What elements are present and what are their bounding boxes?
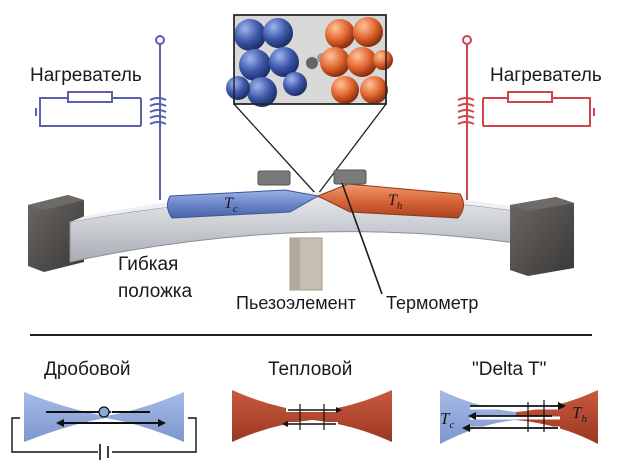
flexible-substrate-label-line2: положка xyxy=(118,281,193,302)
delta-t-title: "Delta T" xyxy=(472,359,547,380)
right-heater-circuit xyxy=(457,35,595,200)
svg-text:Th: Th xyxy=(388,192,403,212)
blue-atom-cluster xyxy=(226,18,307,107)
flexible-substrate-label-line1: Гибкая xyxy=(118,254,179,275)
heater-right-label: Нагреватель xyxy=(490,65,602,86)
thermometer-pointer xyxy=(341,182,383,295)
thermal-noise-title: Тепловой xyxy=(268,359,353,380)
shot-noise-title: Дробовой xyxy=(44,359,131,380)
svg-text:Tc: Tc xyxy=(440,409,454,431)
shot-noise-junction xyxy=(11,392,197,460)
piezo-element-label: Пьезоэлемент xyxy=(236,293,356,313)
heater-left-label: Нагреватель xyxy=(30,65,142,86)
piezo-element xyxy=(289,237,323,291)
cold-electrode: Tc xyxy=(166,170,320,219)
svg-text:Th: Th xyxy=(572,403,587,425)
right-clamp xyxy=(510,197,574,276)
atomic-junction-inset xyxy=(226,14,393,195)
thermometer-label: Термометр xyxy=(386,293,479,313)
thermal-noise-junction xyxy=(232,390,392,442)
svg-text:Tc: Tc xyxy=(224,195,238,215)
delta-t-junction: Tc Th xyxy=(440,390,598,444)
orange-atom-cluster xyxy=(320,17,393,104)
left-heater-circuit xyxy=(35,35,167,200)
hot-electrode: Th xyxy=(316,169,464,219)
